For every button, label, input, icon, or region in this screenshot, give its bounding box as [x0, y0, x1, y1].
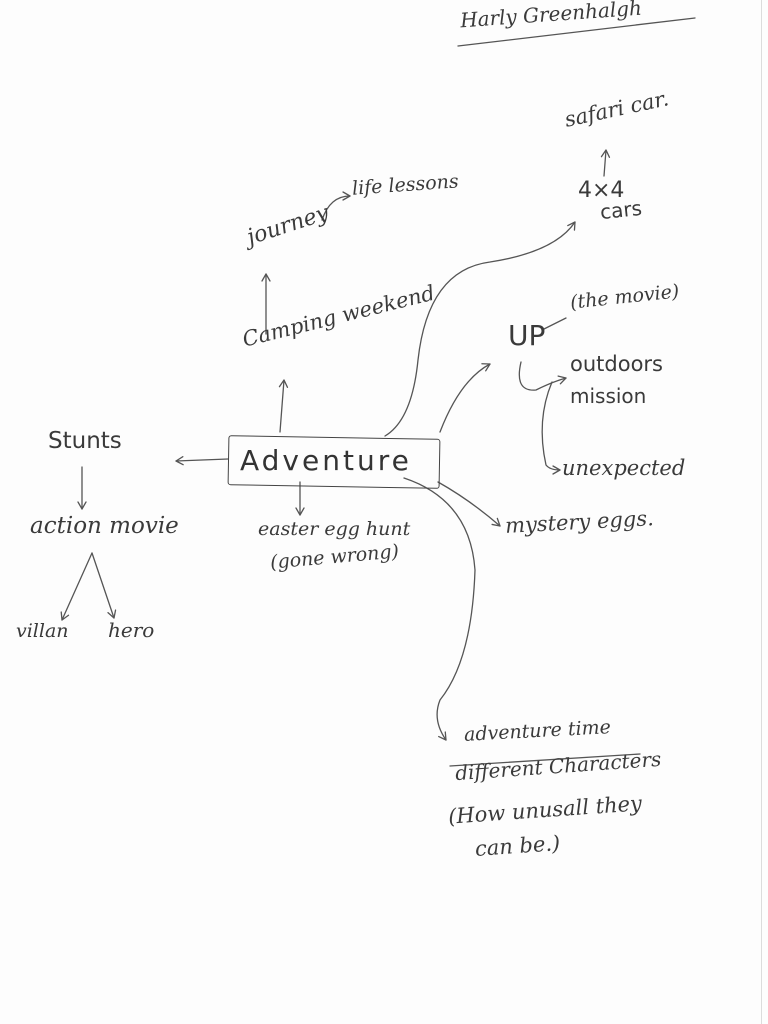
link-center-mystery — [437, 481, 501, 527]
page-edge — [761, 0, 762, 1024]
node-hero: hero — [108, 618, 155, 642]
advtime-underline — [449, 753, 641, 767]
link-center-up — [439, 363, 491, 433]
link-center-camping — [278, 379, 289, 433]
node-chars-line3: can be.) — [474, 831, 561, 861]
link-up-outdoors — [518, 361, 567, 391]
link-center-stunts — [175, 456, 229, 466]
node-unexpected: unexpected — [562, 456, 686, 480]
node-stunts: Stunts — [48, 428, 122, 454]
node-action-movie: action movie — [30, 513, 179, 539]
node-easter-line1: easter egg hunt — [258, 518, 411, 540]
link-journey-life — [321, 191, 351, 221]
link-center-cars — [384, 221, 576, 437]
node-outdoors-line1: outdoors — [570, 352, 663, 376]
central-topic: Adventure — [240, 444, 412, 477]
node-up: UP — [508, 319, 546, 352]
node-outdoors-line2: mission — [570, 384, 647, 408]
link-cars-safari — [600, 149, 611, 177]
link-outdoors-unexpected — [541, 381, 561, 475]
author-underline — [457, 17, 696, 47]
link-action-hero — [91, 552, 117, 619]
link-center-advtime — [403, 477, 476, 741]
node-cars-line1: 4×4 — [578, 178, 625, 203]
node-cars-line2: cars — [598, 195, 644, 225]
link-up-note — [541, 317, 567, 331]
link-action-villain — [60, 552, 93, 621]
node-villain: villan — [16, 620, 69, 642]
